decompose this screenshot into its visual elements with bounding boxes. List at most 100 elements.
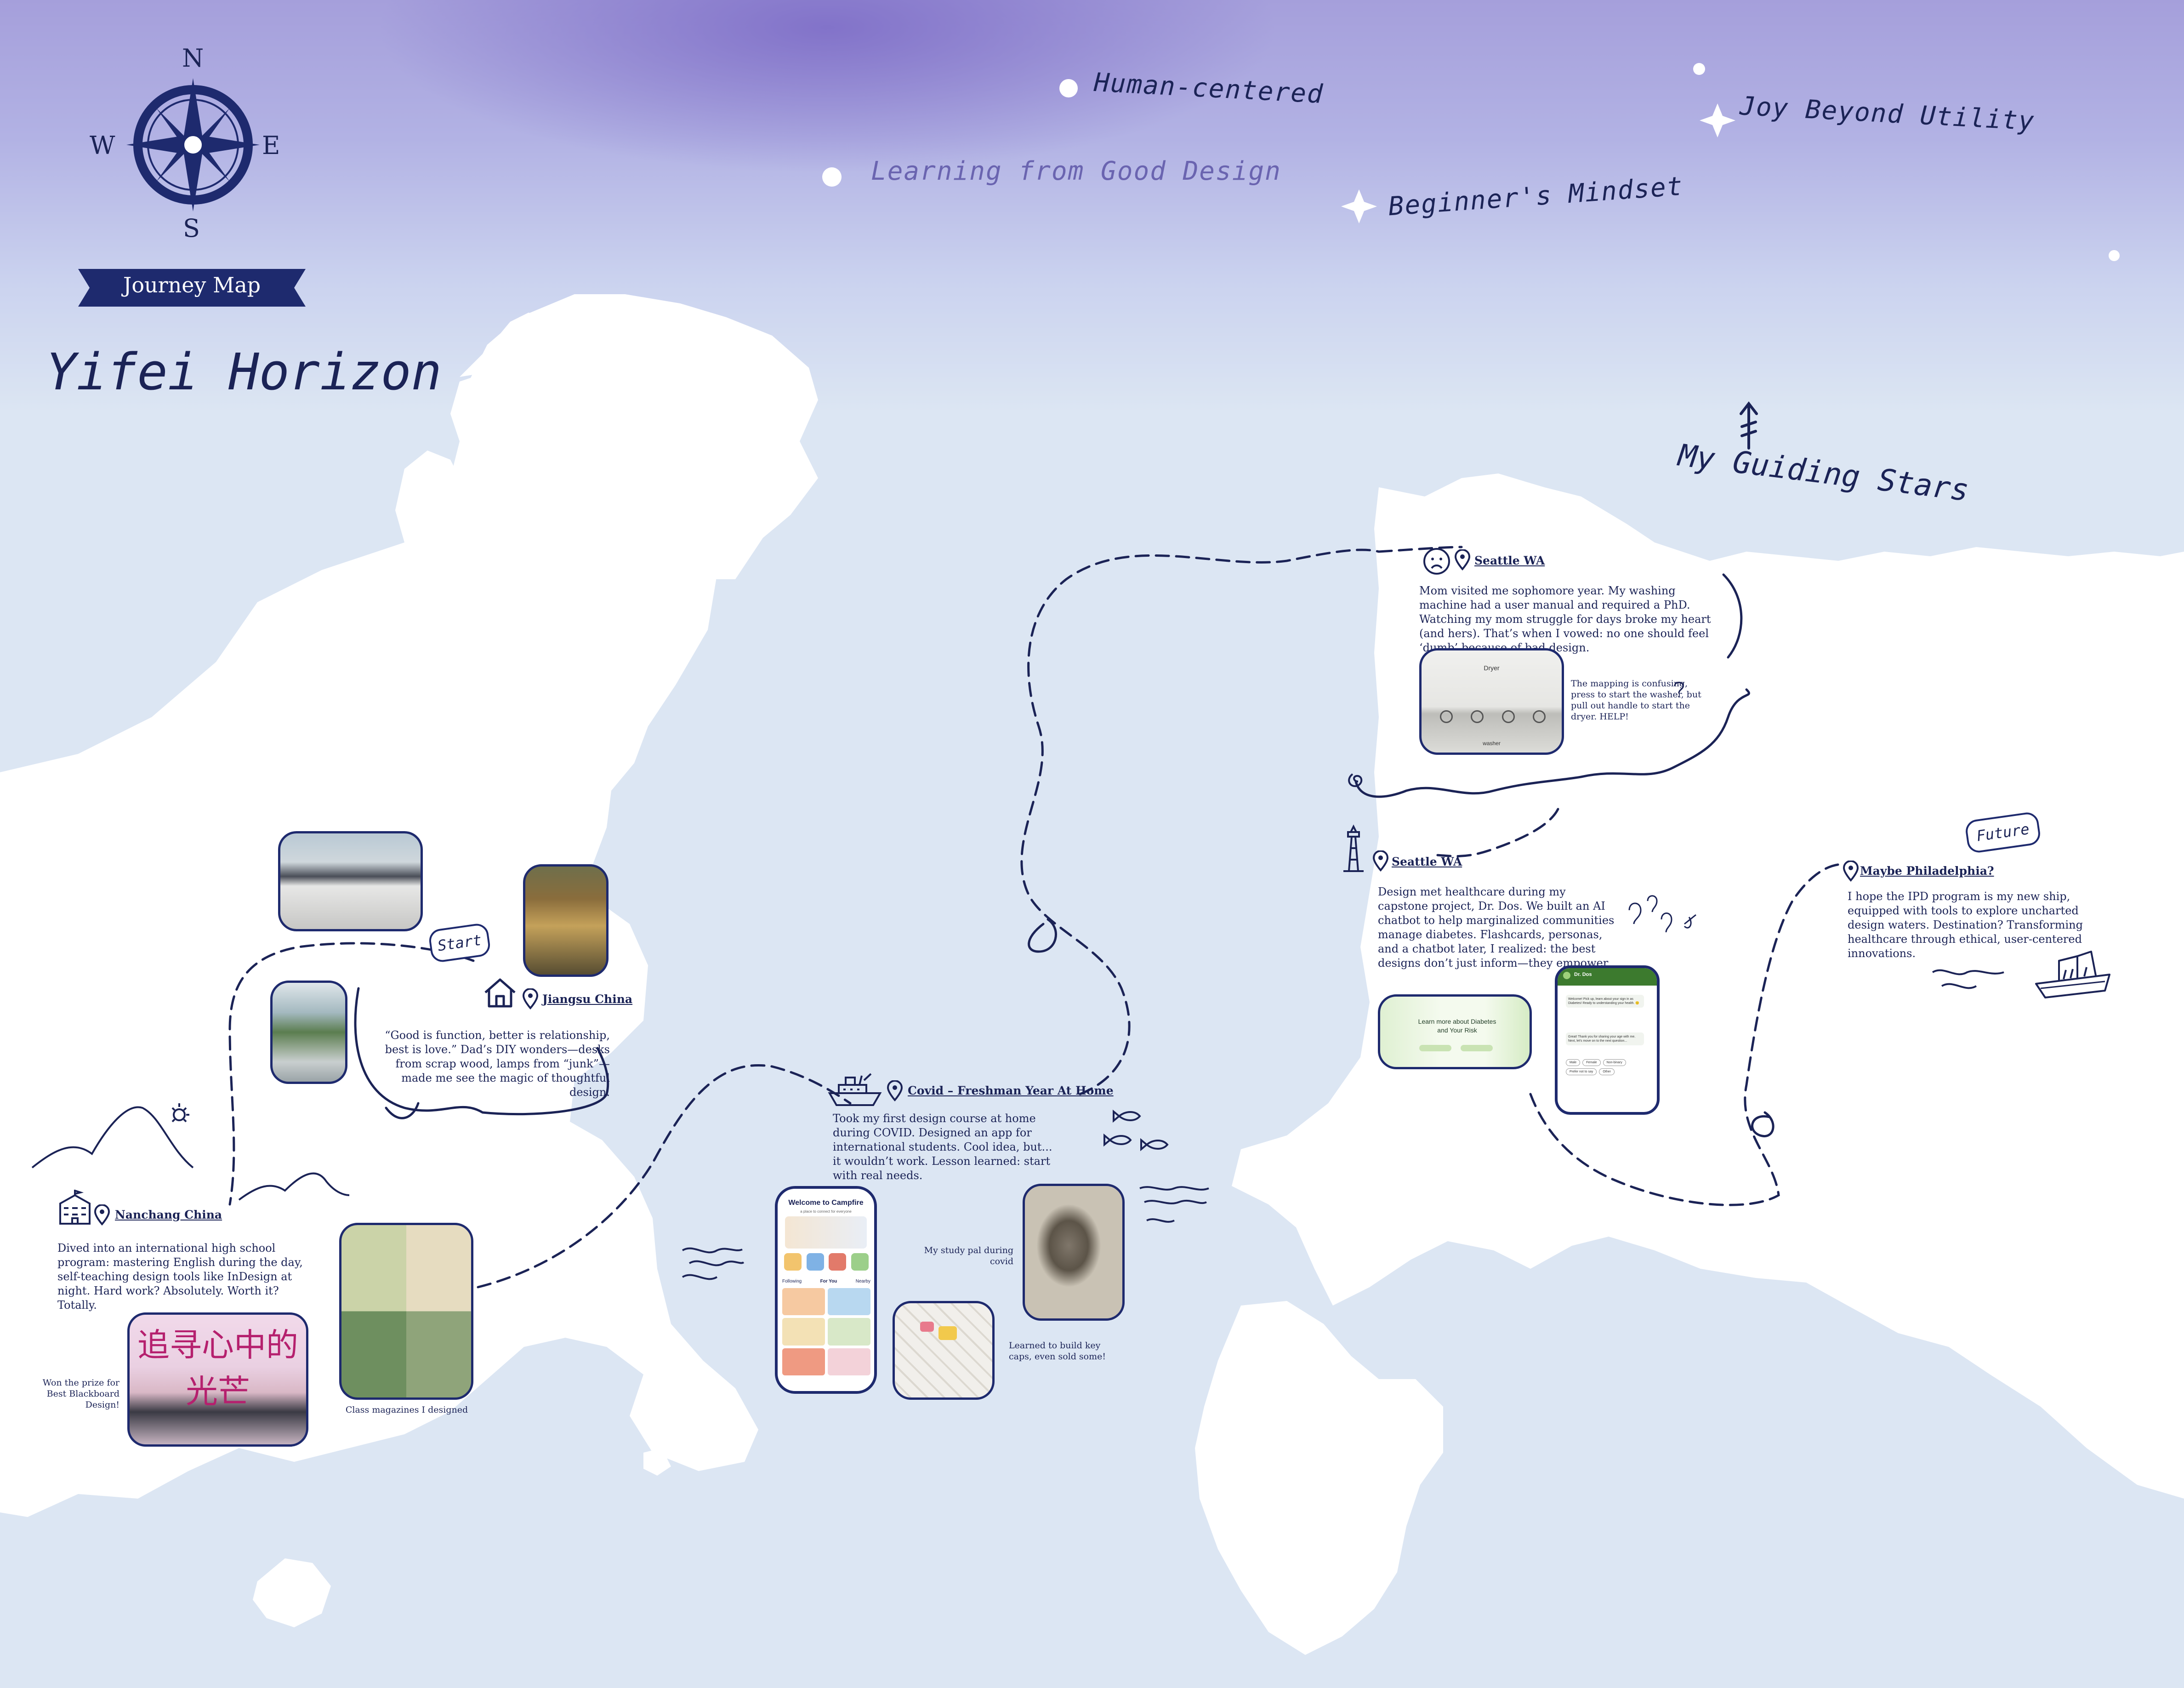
location-pin-icon bbox=[1454, 549, 1471, 570]
app-header: Welcome to Campfire bbox=[788, 1199, 864, 1207]
journey-map-label: Journey Map bbox=[123, 273, 261, 297]
route-squiggle bbox=[1354, 688, 1750, 798]
app-category-row bbox=[784, 1253, 869, 1276]
location-pin-icon bbox=[94, 1204, 110, 1226]
jiangsu-house-photo bbox=[278, 831, 423, 931]
chat-message-1: Welcome! Pick up, learn about your sign … bbox=[1566, 995, 1644, 1008]
prize-caption: Won the prize for Best Blackboard Design… bbox=[42, 1378, 119, 1410]
app-tab-for-you[interactable]: For You bbox=[820, 1279, 837, 1284]
washer-label: washer bbox=[1483, 740, 1501, 747]
study-pal-caption: My study pal during covid bbox=[924, 1245, 1013, 1266]
medical-doodle-icon bbox=[1628, 895, 1696, 933]
washer-mapping-note: The mapping is confusing, press to start… bbox=[1571, 679, 1701, 722]
route-curl bbox=[1722, 573, 1743, 659]
sparkle-icon bbox=[1700, 103, 1735, 137]
islet bbox=[597, 1296, 625, 1324]
compass-north-label: N bbox=[182, 44, 204, 73]
campfire-app-mockup: Welcome to Campfire a place to connect f… bbox=[775, 1186, 877, 1394]
diabetes-flashcard: Learn more about Diabetes and Your Risk bbox=[1378, 994, 1532, 1069]
ship-icon bbox=[828, 1073, 882, 1106]
asia-landmass bbox=[0, 372, 758, 1517]
app-feed-grid bbox=[782, 1288, 870, 1375]
compass-west-label: W bbox=[90, 131, 115, 160]
compass-south-label: S bbox=[183, 214, 200, 243]
seattle-washer-story: Mom visited me sophomore year. My washin… bbox=[1419, 584, 1711, 654]
wave-icon bbox=[1139, 1186, 1209, 1223]
compass-rose-icon bbox=[126, 78, 260, 211]
star-dot-icon bbox=[1059, 79, 1078, 97]
nanchang-story: Dived into an international high school … bbox=[57, 1242, 303, 1312]
blackboard-prize-photo: 追寻心中的光芒 bbox=[127, 1312, 308, 1447]
sparkle-icon bbox=[1341, 189, 1377, 223]
star-dot-icon bbox=[1693, 63, 1705, 75]
philadelphia-title[interactable]: Maybe Philadelphia? bbox=[1860, 864, 1994, 878]
seattle-washer-title[interactable]: Seattle WA bbox=[1474, 554, 1545, 567]
wave-icon bbox=[682, 1247, 745, 1280]
chip-male[interactable]: Male bbox=[1566, 1059, 1581, 1066]
dr-dos-chatbot-mockup: Dr. Dos Welcome! Pick up, learn about yo… bbox=[1555, 965, 1660, 1115]
class-magazines-photo bbox=[339, 1223, 473, 1400]
keycaps-caption: Learned to build key caps, even sold som… bbox=[1009, 1340, 1106, 1362]
islet-2 bbox=[643, 1448, 671, 1476]
star-dot-icon bbox=[2109, 250, 2120, 261]
sky-gradient bbox=[0, 0, 2184, 414]
jiangsu-lamp-photo bbox=[523, 864, 609, 977]
chip-other[interactable]: Other bbox=[1599, 1068, 1615, 1075]
app-illustration bbox=[785, 1216, 867, 1249]
app-tab-following[interactable]: Following bbox=[782, 1279, 802, 1284]
seattle-capstone-title[interactable]: Seattle WA bbox=[1392, 855, 1462, 868]
nw-coast bbox=[395, 451, 464, 542]
question-mark-icon bbox=[1674, 682, 1684, 697]
nanchang-title[interactable]: Nanchang China bbox=[115, 1208, 222, 1221]
house-icon bbox=[484, 978, 516, 1008]
seattle-capstone-story: Design met healthcare during my capstone… bbox=[1378, 885, 1615, 969]
north-arrow-icon bbox=[1740, 401, 1758, 450]
magazines-caption: Class magazines I designed bbox=[345, 1405, 468, 1415]
lighthouse-icon bbox=[1343, 824, 1364, 872]
washer-dryer-photo: Dryer washer bbox=[1419, 648, 1564, 755]
mountain-sketch-icon bbox=[31, 1103, 349, 1201]
flashcard-title: Learn more about Diabetes and Your Risk bbox=[1418, 1018, 1496, 1034]
chat-message-2: Great! Thank you for sharing your age wi… bbox=[1566, 1032, 1644, 1045]
journey-banner-ribbon bbox=[78, 269, 306, 307]
small-island bbox=[253, 1558, 331, 1627]
philadelphia-story: I hope the IPD program is my new ship, e… bbox=[1848, 890, 2083, 960]
chip-prefer-not[interactable]: Prefer not to say bbox=[1566, 1068, 1597, 1075]
speech-curl bbox=[354, 987, 609, 1116]
chat-header-bar: Dr. Dos bbox=[1558, 968, 1657, 986]
school-building-icon bbox=[59, 1190, 91, 1225]
location-pin-icon bbox=[522, 988, 539, 1009]
jiangsu-story: “Good is function, better is relationshi… bbox=[385, 1029, 610, 1099]
cat-study-pal-photo bbox=[1023, 1184, 1125, 1321]
jiangsu-plant-photo bbox=[270, 981, 347, 1084]
route-loop bbox=[1028, 918, 1057, 953]
star-learning-from-good-design: Learning from Good Design bbox=[871, 156, 1281, 186]
ship-sailing-icon bbox=[2035, 951, 2110, 998]
app-subheader: a place to connect for everyone bbox=[800, 1209, 852, 1214]
sky-stars bbox=[822, 63, 2120, 261]
jiangsu-title[interactable]: Jiangsu China bbox=[542, 992, 633, 1006]
sad-face-icon bbox=[1423, 548, 1450, 575]
app-tab-nearby[interactable]: Nearby bbox=[855, 1279, 870, 1284]
covid-story: Took my first design course at home duri… bbox=[833, 1112, 1052, 1182]
location-pin-icon bbox=[1843, 861, 1859, 882]
chat-avatar bbox=[1563, 972, 1570, 979]
chip-female[interactable]: Female bbox=[1582, 1059, 1601, 1066]
swirl-icon bbox=[1348, 773, 1363, 787]
fish-school-icon bbox=[1103, 1109, 1169, 1152]
location-pin-icon bbox=[1372, 850, 1389, 872]
compass-east-label: E bbox=[262, 131, 280, 160]
chip-non-binary[interactable]: Non-binary bbox=[1603, 1059, 1626, 1066]
chat-option-chips: Male Female Non-binary Prefer not to say… bbox=[1566, 1059, 1653, 1075]
page-title: Yifei Horizon bbox=[46, 342, 442, 401]
dryer-label: Dryer bbox=[1484, 664, 1500, 672]
speech-curl bbox=[385, 1102, 420, 1119]
peninsula-south bbox=[1195, 1301, 1443, 1655]
poster-heading: 追寻心中的光芒 bbox=[137, 1326, 298, 1410]
location-pin-icon bbox=[887, 1080, 903, 1101]
covid-title[interactable]: Covid – Freshman Year At Home bbox=[908, 1084, 1114, 1097]
wave-icon bbox=[1932, 969, 2004, 989]
keycaps-photo bbox=[893, 1301, 995, 1400]
